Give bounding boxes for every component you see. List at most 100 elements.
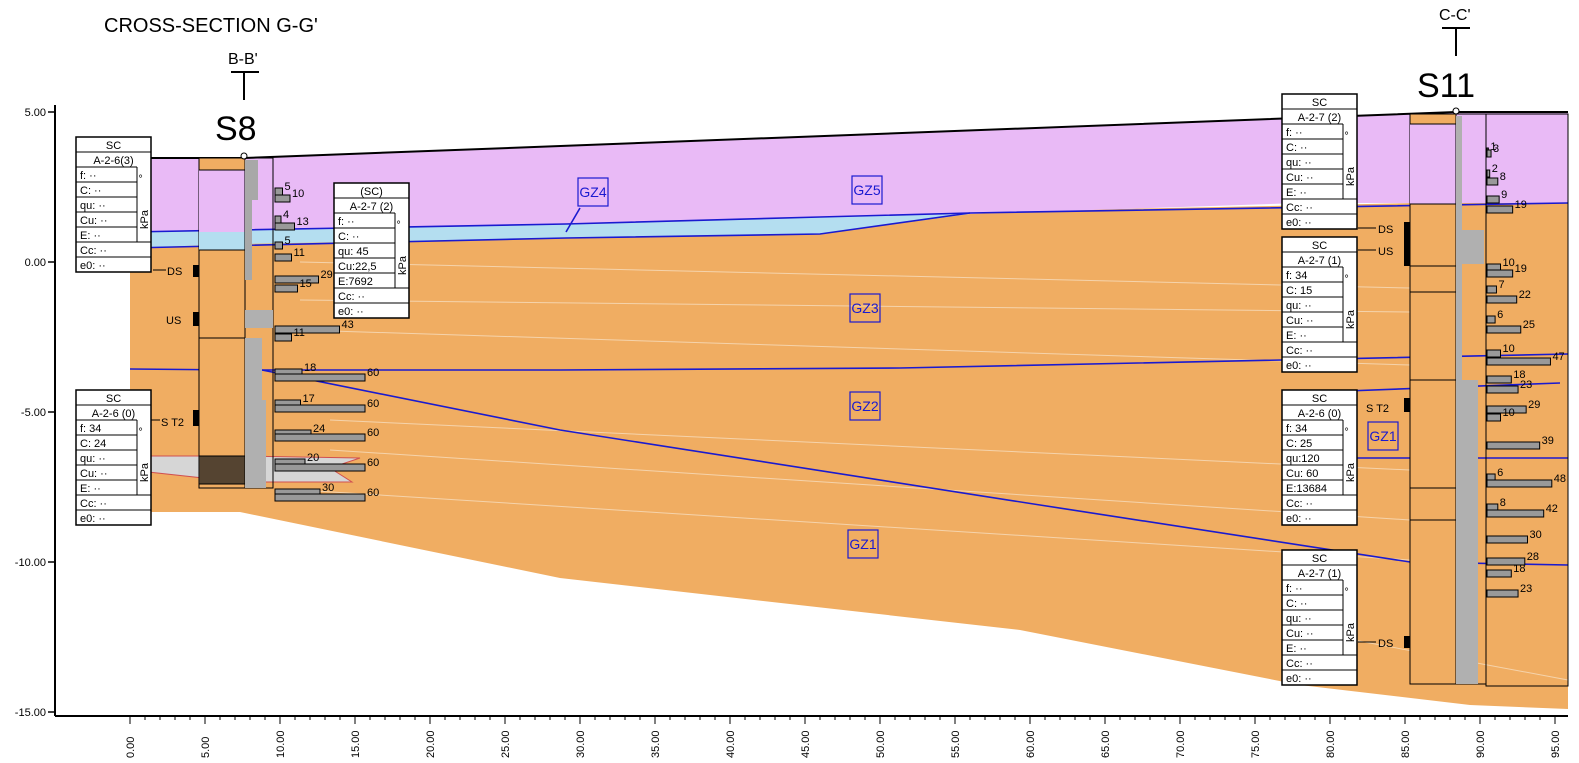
property-box: SCA-2-7 (1)f: ··C: ··qu: ··Cu: ··E: ··Cc… — [1281, 549, 1358, 686]
property-box-row: E:7692 — [338, 276, 373, 288]
property-box-row: qu: ·· — [80, 200, 106, 212]
unit-label: ° — [1344, 131, 1356, 135]
spt-value-label: 18 — [1513, 563, 1525, 575]
zone-label: GZ3 — [851, 300, 878, 316]
property-box-row: E: ·· — [1286, 643, 1307, 655]
x-tick-label: 65.00 — [1100, 730, 1112, 758]
borehole-s11-log — [1404, 107, 1569, 687]
property-box-row: C: ·· — [1286, 598, 1307, 610]
property-box-row: e0: ·· — [80, 513, 106, 525]
spt-value-label: 29 — [321, 269, 333, 281]
sample-label-ds: DS — [1378, 638, 1393, 650]
property-box-row: Cu: ·· — [80, 468, 108, 480]
property-box-row: e0: ·· — [1286, 513, 1312, 525]
unit-label: kPa — [1345, 462, 1357, 482]
property-box-row: Cc: ·· — [1286, 658, 1313, 670]
property-box-row: Cu:22,5 — [338, 261, 377, 273]
sample-label-us: US — [1378, 246, 1393, 258]
property-box-row: Cu: ·· — [1286, 315, 1314, 327]
property-box-row: E: ·· — [80, 230, 101, 242]
property-box-row: Cc: ·· — [1286, 202, 1313, 214]
property-box-row: e0: ·· — [1286, 360, 1312, 372]
property-box-row: A-2-6 (0) — [1298, 408, 1341, 420]
zone-label: GZ1 — [1369, 428, 1396, 444]
property-box-row: E:13684 — [1286, 483, 1327, 495]
property-box-row: A-2-6 (0) — [92, 408, 135, 420]
unit-label: kPa — [397, 255, 409, 275]
property-box-row: Cc: ·· — [338, 291, 365, 303]
property-box-row: e0: ·· — [80, 260, 106, 272]
x-tick-label: 30.00 — [575, 730, 587, 758]
spt-bar — [1486, 195, 1500, 204]
spt-value-label: 42 — [1546, 503, 1558, 515]
x-tick-label: 85.00 — [1400, 730, 1412, 758]
spt-bar — [1486, 149, 1492, 158]
x-tick-label: 95.00 — [1550, 730, 1562, 758]
property-box-row: Cc: ·· — [1286, 498, 1313, 510]
property-box-row: qu:120 — [1286, 453, 1320, 465]
spt-value-label: 28 — [1527, 551, 1539, 563]
spt-bar — [1486, 569, 1512, 578]
unit-label: ° — [138, 427, 150, 431]
spt-value-label: 5 — [285, 235, 291, 247]
spt-value-label: 18 — [304, 362, 316, 374]
spt-value-label: 3 — [1493, 143, 1499, 155]
spt-value-label: 60 — [367, 398, 379, 410]
spt-value-label: 10 — [1503, 407, 1515, 419]
property-box-row: Cu: ·· — [1286, 628, 1314, 640]
property-box-row: qu: ·· — [1286, 613, 1312, 625]
unit-label: ° — [1344, 274, 1356, 278]
spt-bar — [1486, 441, 1541, 450]
y-tick-label: -5.00 — [21, 407, 46, 419]
spt-value-label: 18 — [1513, 369, 1525, 381]
x-tick-label: 20.00 — [425, 730, 437, 758]
spt-value-label: 15 — [300, 278, 312, 290]
property-box-row: SC — [106, 393, 121, 405]
property-box-row: qu: ·· — [1286, 300, 1312, 312]
spt-bar — [274, 433, 366, 442]
spt-bar — [274, 187, 283, 196]
property-box-row: Cu: ·· — [1286, 172, 1314, 184]
spt-value-label: 39 — [1542, 435, 1554, 447]
spt-bar — [1486, 385, 1519, 394]
property-box-row: qu: ·· — [1286, 157, 1312, 169]
spt-value-label: 60 — [367, 457, 379, 469]
spt-bar — [1486, 589, 1519, 598]
spt-bar — [274, 222, 295, 231]
spt-value-label: 10 — [1503, 257, 1515, 269]
x-tick-label: 55.00 — [950, 730, 962, 758]
zone-label: GZ4 — [579, 184, 606, 200]
property-box-row: Cc: ·· — [1286, 345, 1313, 357]
x-tick-label: 45.00 — [800, 730, 812, 758]
property-box-row: C: 24 — [80, 438, 106, 450]
spt-value-label: 23 — [1520, 379, 1532, 391]
spt-bar — [274, 493, 366, 502]
borehole-label: S8 — [215, 110, 257, 148]
property-box-row: C: ·· — [338, 231, 359, 243]
spt-bar — [1486, 315, 1496, 324]
spt-bar — [1486, 349, 1501, 358]
spt-value-label: 30 — [1530, 529, 1542, 541]
x-tick-label: 50.00 — [875, 730, 887, 758]
spt-value-label: 30 — [322, 482, 334, 494]
spt-bar — [1486, 357, 1551, 366]
y-tick-label: -10.00 — [15, 557, 46, 569]
spt-value-label: 7 — [1498, 279, 1504, 291]
x-tick-label: 15.00 — [350, 730, 362, 758]
property-box-row: f: 34 — [1286, 423, 1307, 435]
unit-label: ° — [1344, 587, 1356, 591]
property-box-row: C: ·· — [80, 185, 101, 197]
x-tick-label: 25.00 — [500, 730, 512, 758]
spt-value-label: 60 — [367, 487, 379, 499]
property-box-row: E: ·· — [80, 483, 101, 495]
property-box-row: A-2-7 (2) — [1298, 112, 1341, 124]
property-box-row: f: ·· — [338, 216, 355, 228]
property-boxes: SCA-2-6(3)f: ··C: ··qu: ··Cu: ··E: ··Cc:… — [75, 93, 1358, 686]
property-box-row: A-2-7 (2) — [350, 201, 393, 213]
x-tick-label: 40.00 — [725, 730, 737, 758]
spt-bar — [274, 253, 292, 262]
spt-bar — [1486, 509, 1545, 518]
